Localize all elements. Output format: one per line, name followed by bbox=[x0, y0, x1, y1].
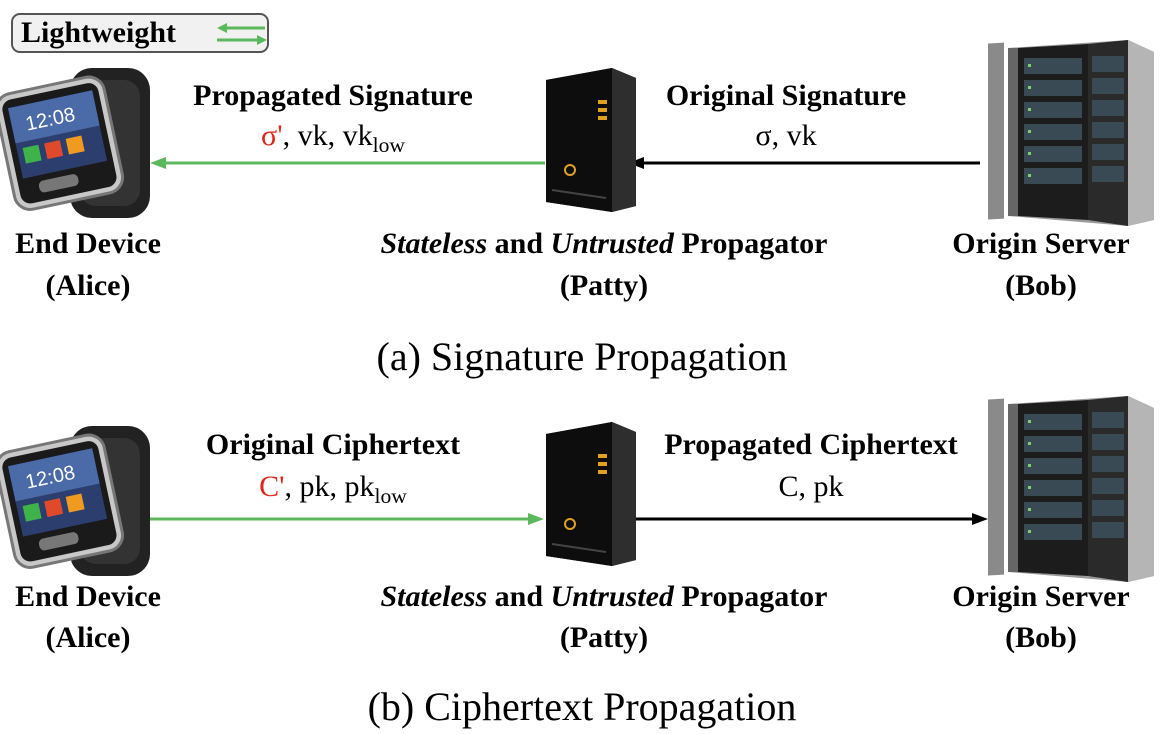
legend-box: Lightweight bbox=[11, 13, 269, 53]
left-link-params: C', pk, pklow bbox=[259, 470, 407, 508]
server-role: (Bob) bbox=[1005, 621, 1077, 654]
server-rack-icon bbox=[978, 392, 1158, 582]
right-link-title: Original Signature bbox=[665, 79, 907, 112]
smartwatch-icon bbox=[0, 60, 160, 220]
tower-server-icon bbox=[538, 416, 638, 566]
left-link-title: Original Ciphertext bbox=[205, 428, 461, 461]
device-role: (Alice) bbox=[45, 269, 131, 302]
lightweight-arrowhead-a bbox=[150, 157, 166, 169]
device-name: End Device bbox=[15, 227, 161, 260]
left-link-title: Propagated Signature bbox=[193, 79, 473, 112]
device-name: End Device bbox=[15, 580, 161, 613]
caption-a: (a) Signature Propagation bbox=[376, 334, 788, 379]
server-name: Origin Server bbox=[952, 580, 1130, 613]
lightweight-arrowhead-b bbox=[528, 513, 544, 525]
legend-label: Lightweight bbox=[21, 16, 177, 49]
primed-value: C' bbox=[259, 470, 285, 503]
bidirectional-arrow-icon bbox=[217, 23, 267, 45]
right-link-params: σ, vk bbox=[755, 119, 817, 152]
primed-value: σ' bbox=[261, 119, 283, 152]
server-role: (Bob) bbox=[1005, 269, 1077, 302]
right-link-title: Propagated Ciphertext bbox=[664, 428, 958, 461]
propagator-role: (Patty) bbox=[559, 621, 649, 654]
standard-arrowhead-b bbox=[972, 513, 988, 525]
propagator-name: Stateless and Untrusted Propagator bbox=[380, 227, 828, 260]
smartwatch-icon bbox=[0, 418, 160, 578]
server-name: Origin Server bbox=[952, 227, 1130, 260]
device-role: (Alice) bbox=[45, 621, 131, 654]
server-rack-icon bbox=[978, 36, 1158, 226]
left-link-params: σ', vk, vklow bbox=[261, 119, 405, 157]
propagator-role: (Patty) bbox=[559, 269, 649, 302]
propagator-name: Stateless and Untrusted Propagator bbox=[380, 580, 828, 613]
caption-b: (b) Ciphertext Propagation bbox=[367, 684, 797, 729]
right-link-params: C, pk bbox=[778, 470, 844, 503]
tower-server-icon bbox=[538, 62, 638, 212]
